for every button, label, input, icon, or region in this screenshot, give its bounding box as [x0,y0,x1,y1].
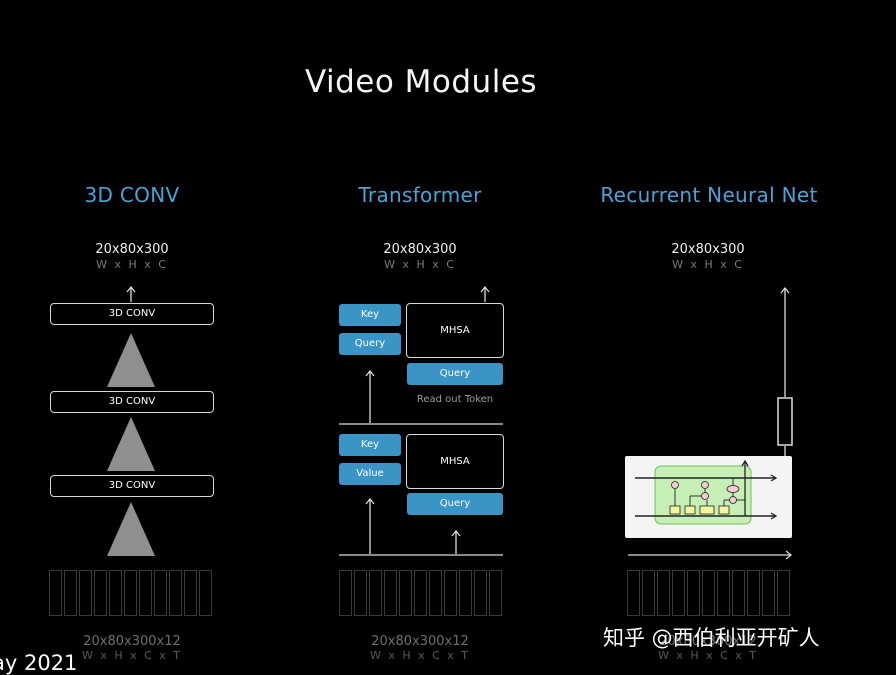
input-dims: 20x80x300x12 [83,634,181,649]
input-dims-sub: W x H x C x T [657,649,759,662]
column-heading: Recurrent Neural Net [600,183,818,207]
key-token: Key [339,434,401,456]
output-dims: 20x80x300 [95,242,169,257]
conv-block-3: 3D CONV [50,475,214,497]
conv-triangle-3 [107,502,155,556]
input-frames [49,570,212,616]
input-frames [627,570,790,616]
readout-query-token: Query [407,363,503,385]
page-title: Video Modules [304,64,538,100]
input-dims-sub: W x H x C x T [81,649,183,662]
column-heading: Transformer [358,183,482,207]
output-dims-sub: W x H x C [672,258,744,271]
readout-caption: Read out Token [416,394,494,405]
input-frames [339,570,502,616]
input-dims: 20x80x300x12 [371,634,469,649]
lstm-cell-icon [635,459,778,525]
output-dims-sub: W x H x C [96,258,168,271]
column-heading: 3D CONV [84,183,180,207]
conv-triangle-1 [107,333,155,387]
conv-block-1: 3D CONV [50,303,214,325]
input-dims: 20x80x300x12 [659,634,757,649]
key-token: Key [339,304,401,326]
mhsa-block: MHSA [406,434,504,489]
query-token: Query [407,493,503,515]
watermark: 知乎 @西伯利亚开矿人 [603,626,820,650]
input-dims-sub: W x H x C x T [369,649,471,662]
lstm-cell-diagram [625,456,792,538]
query-token: Query [339,333,401,355]
output-dims: 20x80x300 [383,242,457,257]
conv-triangle-2 [107,417,155,471]
corner-date-text: ay 2021 [0,651,78,675]
value-token: Value [339,463,401,485]
conv-block-2: 3D CONV [50,391,214,413]
output-dims: 20x80x300 [671,242,745,257]
output-dims-sub: W x H x C [384,258,456,271]
mhsa-block: MHSA [406,303,504,358]
